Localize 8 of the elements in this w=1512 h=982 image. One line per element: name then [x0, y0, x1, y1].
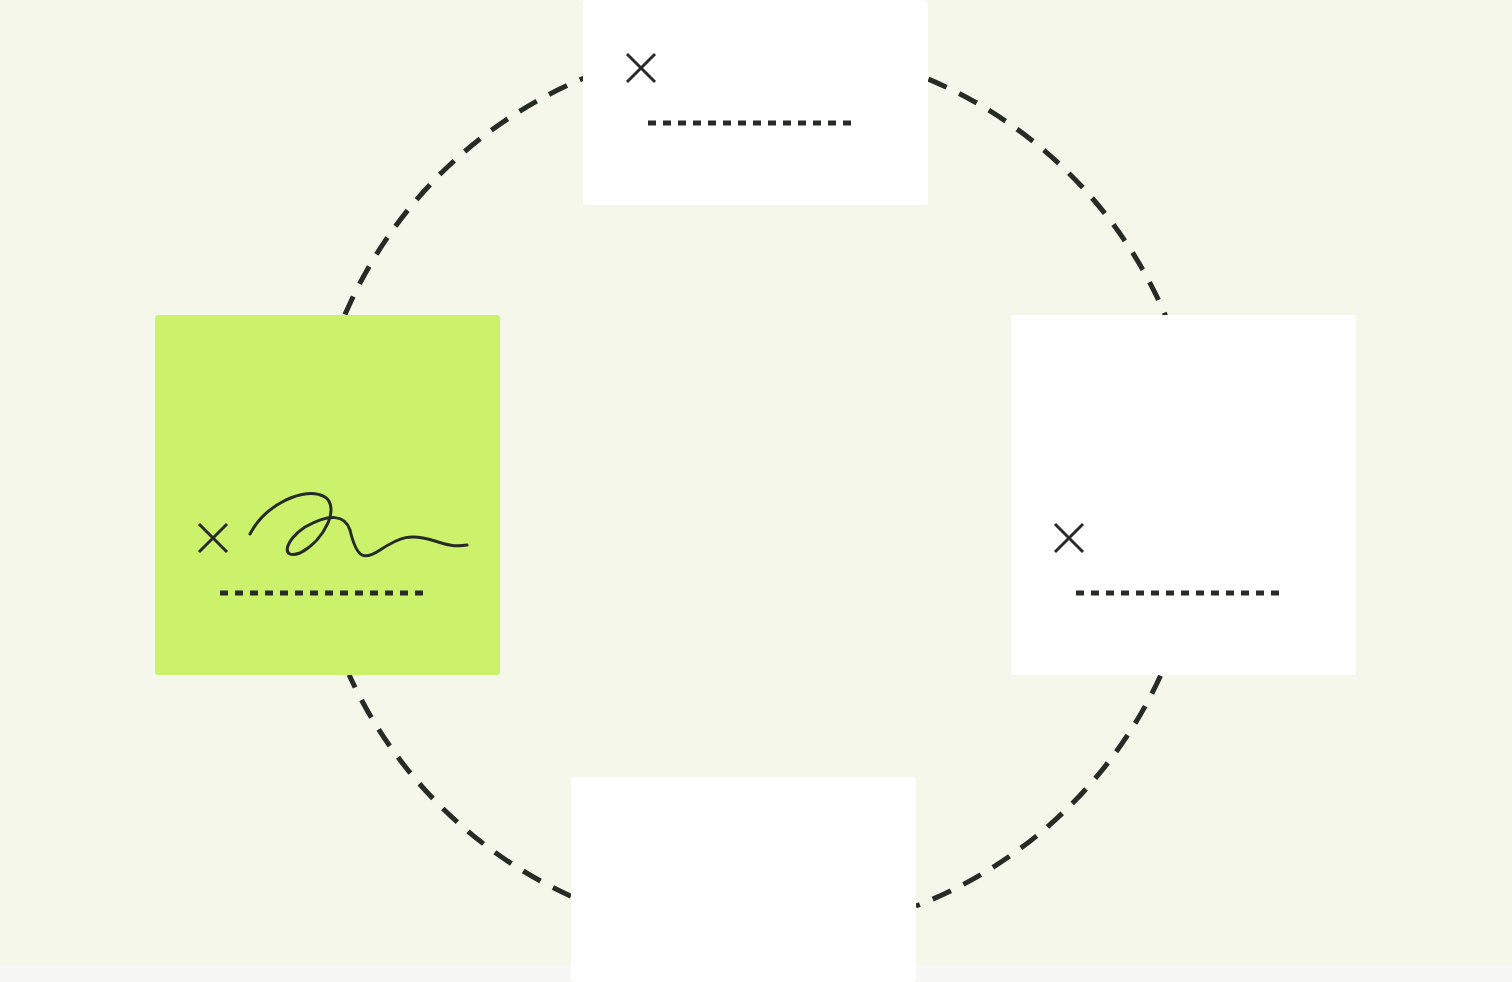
card [583, 0, 928, 205]
connector-arc [342, 76, 585, 316]
connector-arc [927, 76, 1168, 317]
connector-arc [346, 673, 573, 899]
card [1011, 315, 1356, 675]
card [571, 777, 916, 982]
connector-arc [914, 674, 1163, 909]
card [155, 315, 500, 675]
